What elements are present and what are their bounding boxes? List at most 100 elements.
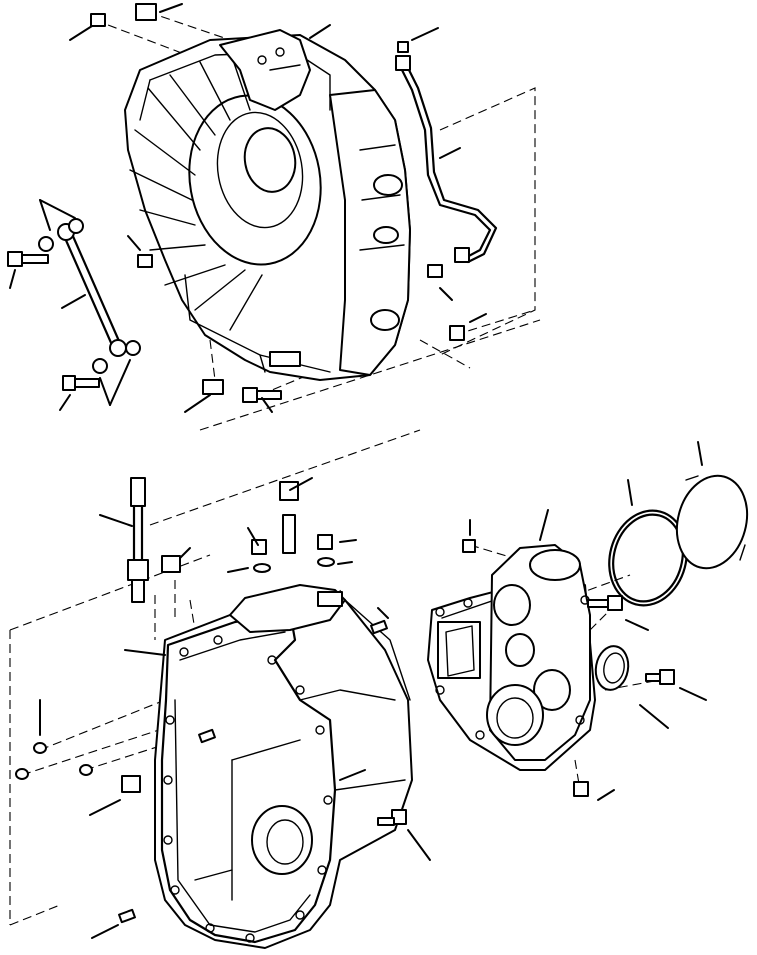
top-fasteners-stroke [256,390,282,400]
transmission-case-stroke [213,635,223,645]
cover-plate-stroke [675,474,749,570]
transmission-case-stroke [231,739,301,761]
top-fasteners-stroke [7,251,23,267]
transmission-case-stroke [251,805,313,875]
dowel-pin-icon [370,619,388,635]
output-fasteners [462,539,675,797]
transmission-case-stroke [179,647,189,657]
case-fasteners [15,481,407,924]
leader-lines-top-stroke [39,199,76,219]
flywheel-housing-stroke [149,244,206,251]
output-housing-stroke [435,607,445,617]
plug-icon [573,781,589,797]
alignment-lines-stroke [574,574,631,596]
alignment-lines-stroke [9,554,211,631]
output-housing-stroke [463,598,473,608]
flywheel-housing-stroke [219,29,311,111]
leader-lines-top [9,3,487,413]
output-housing [427,544,596,771]
ground-strap-stroke [63,236,114,347]
alignment-lines-stroke [84,729,211,771]
flywheel-housing-stroke [269,64,301,71]
flywheel-housing-stroke [139,79,151,121]
breather-tube-stroke [454,247,470,263]
breather-tube-stroke [406,66,498,264]
leader-lines-top-stroke [439,147,461,159]
transmission-case-stroke [194,869,233,881]
plug-icon [279,481,299,501]
washer-icon [125,340,141,356]
plug-icon [202,379,224,395]
transmission-case-stroke [344,599,411,701]
transmission-case-stroke [170,885,180,895]
o-ring-large-stroke [612,513,684,603]
leader-lines-case-stroke [91,924,119,939]
oil-seal [594,645,630,691]
leader-lines-top-stroke [99,377,111,406]
output-housing-stroke [529,549,581,581]
leader-lines-top-stroke [469,313,487,323]
dowel-pin-icon [198,728,216,744]
flywheel-housing-stroke [231,56,251,111]
leader-lines-top-stroke [109,359,131,406]
tube-fitting-icon [395,55,411,71]
top-fasteners-stroke [242,387,258,403]
leader-lines-top-stroke [309,24,331,39]
leader-lines-case-stroke [339,539,357,543]
temperature-sender-stroke [131,579,145,603]
leader-lines-output-stroke [697,441,703,466]
alignment-lines-stroke [439,87,536,356]
bolt-icon [62,375,100,391]
output-housing-stroke [445,625,475,677]
top-fasteners [7,3,465,403]
leader-lines-case-stroke [227,567,249,573]
output-housing-stroke [475,730,485,740]
plug-icon [462,539,476,553]
transmission-case-stroke [174,699,311,933]
flywheel-housing-stroke [373,174,403,196]
leader-lines-top-stroke [61,294,86,309]
transmission-case-stroke [160,610,337,944]
plug-icon [121,775,141,793]
ground-strap-stroke [109,339,127,357]
leader-lines-output-stroke [597,789,615,801]
leader-lines-top-stroke [9,269,16,289]
leader-lines-case-stroke [99,514,133,527]
transmission-case-stroke [163,775,173,785]
leader-lines-output-stroke [625,619,649,631]
flywheel-housing-stroke [359,144,396,151]
transmission-case-stroke [205,923,215,933]
top-fasteners-stroke [62,375,76,391]
top-fasteners-stroke [21,254,49,264]
flywheel-housing-stroke [216,111,304,229]
alignment-lines-stroke [149,429,421,526]
leader-lines-case-stroke [339,769,366,781]
plug-icon [135,3,157,21]
breather-tube [395,41,498,264]
transmission-case-stroke [334,779,406,791]
output-fasteners-stroke [659,669,675,685]
flywheel-housing-stroke [275,47,285,57]
transmission-case-stroke [295,910,305,920]
transmission-case-stroke [165,715,175,725]
alignment-lines-stroke [209,339,216,381]
transmission-case-stroke [295,685,305,695]
plug-icon [161,555,181,573]
output-housing-stroke [575,715,585,725]
cover-plate [675,474,749,570]
temperature-sender [127,477,149,603]
breather-tube-stroke [397,41,409,53]
plug-icon [137,254,153,268]
transmission-case-stroke [163,835,173,845]
output-fasteners-stroke [645,673,661,682]
output-fasteners-stroke [587,599,609,608]
leader-lines-case-stroke [89,799,121,816]
flywheel-housing-stroke [147,87,201,151]
leader-lines-output-stroke [639,704,669,729]
leader-lines-top-stroke [127,235,141,251]
transmission-case [154,584,413,949]
output-housing-stroke [493,584,531,626]
flywheel-housing-stroke [243,127,297,193]
temperature-sender-stroke [127,559,149,581]
